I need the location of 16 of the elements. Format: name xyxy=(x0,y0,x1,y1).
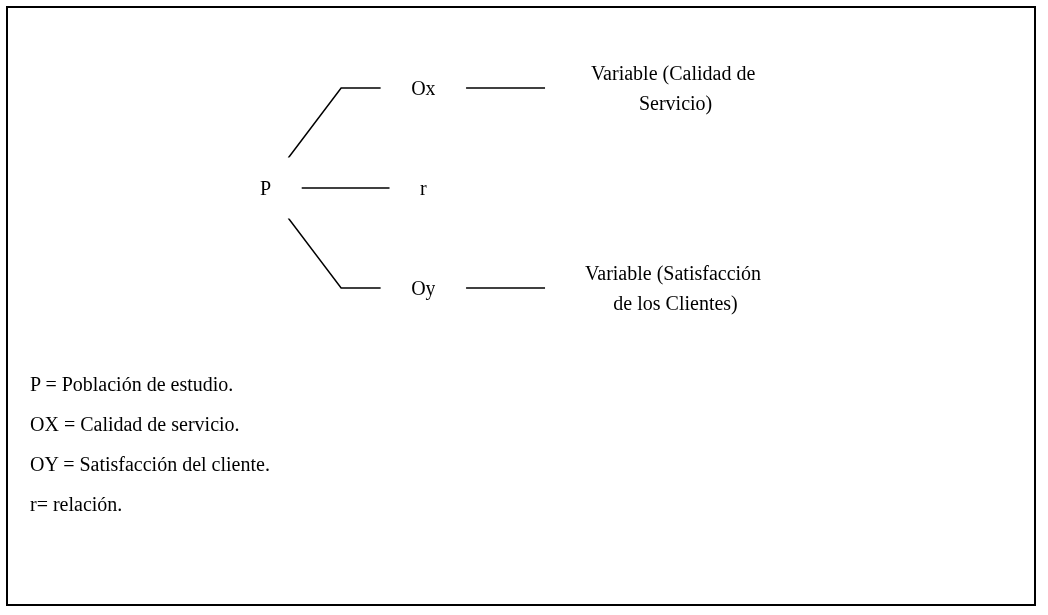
node-text: Oy xyxy=(411,277,436,299)
connector xyxy=(465,87,547,89)
diagram-frame: P Ox Variable (Calidad de Servicio) r Oy Variable (Satisfacción de los Clientes) P = Población de estudio. OX = Calidad de servicio. OY = Satisfacción del cliente. r= relación. xyxy=(6,6,1036,606)
legend-note: OY = Satisfacción del cliente. xyxy=(30,453,270,476)
legend-note: OX = Calidad de servicio. xyxy=(30,413,241,436)
node-text: Variable (Calidad de Servicio) xyxy=(591,62,756,114)
connector xyxy=(465,287,547,289)
legend-note: r= relación. xyxy=(30,493,124,516)
node-text: r xyxy=(420,177,427,199)
connector xyxy=(287,87,383,159)
legend-note: P = Población de estudio. xyxy=(30,373,235,396)
connector xyxy=(300,187,391,189)
node-text: P xyxy=(260,177,272,199)
node-text: Variable (Satisfacción de los Clientes) xyxy=(585,262,762,314)
connector xyxy=(287,217,383,289)
node-text: Ox xyxy=(411,77,436,99)
